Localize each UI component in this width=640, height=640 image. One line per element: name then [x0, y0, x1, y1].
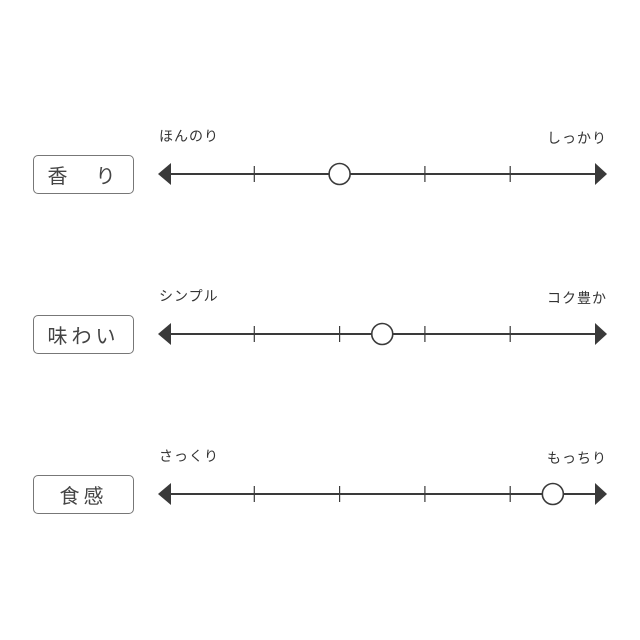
arrow-right-icon	[595, 323, 607, 345]
arrow-left-icon	[158, 323, 171, 345]
left-label: ほんのり	[159, 129, 219, 145]
scale-line	[158, 482, 607, 506]
row-aroma: ほんのり しっかり 香 り	[0, 120, 640, 220]
left-label: さっくり	[159, 449, 219, 465]
scale-line	[158, 162, 607, 186]
arrow-left-icon	[158, 163, 171, 185]
value-marker	[328, 162, 351, 186]
row-texture: さっくり もっちり 食感	[0, 440, 640, 540]
category-label: 香 り	[33, 155, 134, 194]
category-label: 味わい	[33, 315, 134, 354]
right-label: しっかり	[547, 131, 607, 147]
scale-line	[158, 322, 607, 346]
arrow-left-icon	[158, 483, 171, 505]
value-marker	[541, 482, 565, 506]
right-label: もっちり	[547, 451, 607, 467]
arrow-right-icon	[595, 483, 607, 505]
left-label: シンプル	[159, 289, 219, 305]
category-label: 食感	[33, 475, 134, 514]
right-label: コク豊か	[547, 291, 607, 307]
row-flavor: シンプル コク豊か 味わい	[0, 280, 640, 380]
arrow-right-icon	[595, 163, 607, 185]
value-marker	[370, 322, 394, 346]
